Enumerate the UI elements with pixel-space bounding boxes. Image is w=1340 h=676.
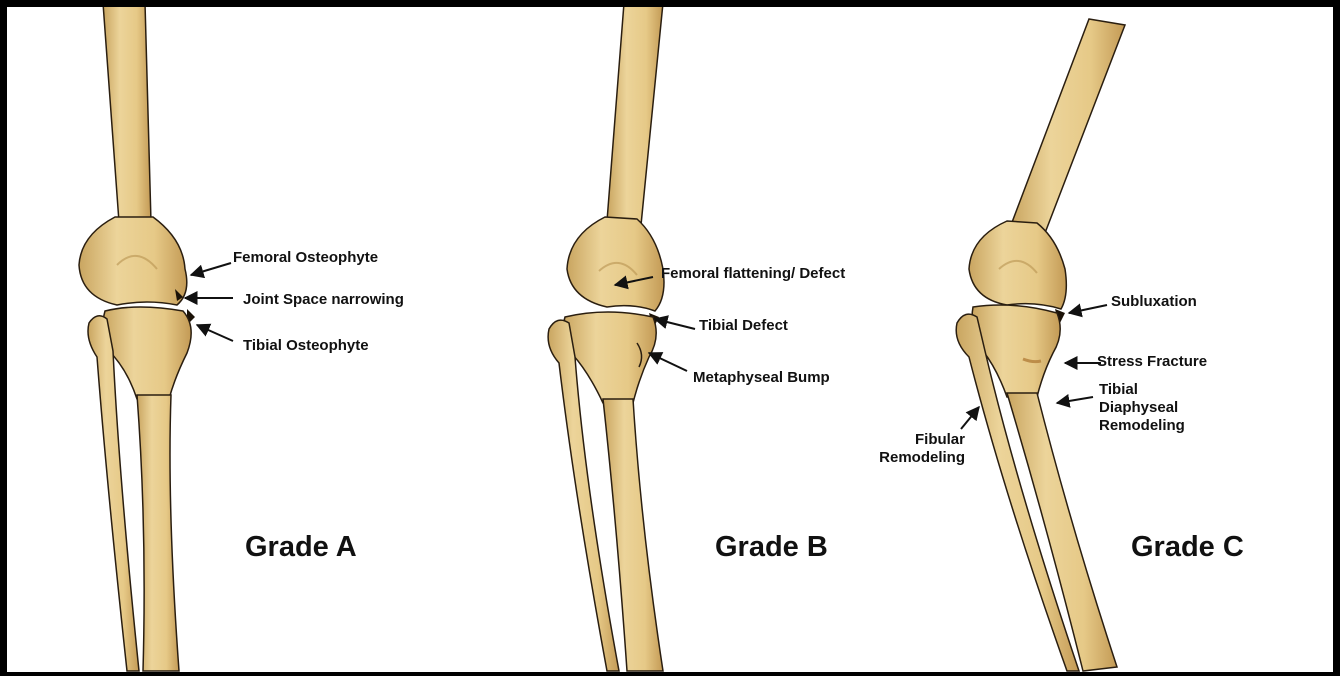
femur-condyle-c [969,221,1066,309]
knee-grade-a [79,7,195,671]
femur-shaft-a [103,7,151,222]
knee-illustrations [7,7,1333,672]
knee-grade-b [548,7,664,671]
arrow-subluxation [1069,305,1107,313]
tibia-shaft-a [137,395,179,671]
arrow-fibular-remodeling [961,407,979,429]
label-subluxation: Subluxation [1111,293,1197,311]
grade-b-title: Grade B [715,531,828,564]
label-metaphyseal-bump: Metaphyseal Bump [693,369,830,387]
knee-grade-c [956,19,1125,671]
label-tibial-defect: Tibial Defect [699,317,788,335]
label-joint-space-narrowing: Joint Space narrowing [243,291,404,309]
label-stress-fracture: Stress Fracture [1097,353,1207,371]
femur-shaft-b [607,7,663,225]
label-tibial-diaphyseal-remodeling: Tibial Diaphyseal Remodeling [1099,381,1219,435]
arrow-metaphyseal-bump [649,353,687,371]
label-tibial-osteophyte: Tibial Osteophyte [243,337,369,355]
femur-shaft-c [1011,19,1125,233]
arrow-tibial-osteophyte [197,325,233,341]
tibia-plateau-a [103,307,191,399]
arrow-tibial-defect [655,319,695,329]
label-femoral-flattening-defect: Femoral flattening/ Defect [661,265,845,283]
grade-c-title: Grade C [1131,531,1244,564]
label-fibular-remodeling: Fibular Remodeling [869,431,965,467]
grade-a-title: Grade A [245,531,357,564]
label-femoral-osteophyte: Femoral Osteophyte [233,249,378,267]
femur-condyle-b [567,217,664,311]
arrow-tibial-diaphyseal [1057,397,1093,403]
arrow-femoral-osteophyte [191,263,231,275]
femur-condyle-a [79,217,187,305]
